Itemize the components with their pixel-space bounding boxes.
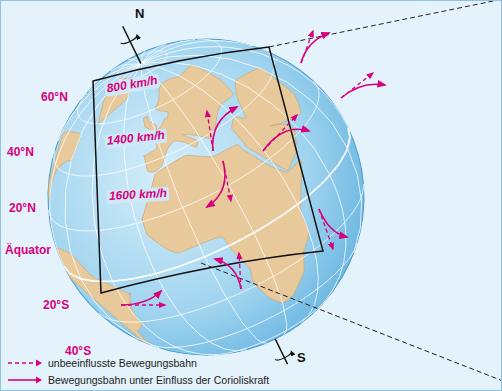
pole-label: N xyxy=(135,7,144,22)
zoom-line xyxy=(201,263,502,381)
pole-label: S xyxy=(297,351,306,366)
continent xyxy=(25,126,102,202)
coriolis-path-arrow xyxy=(121,291,161,305)
ocean xyxy=(1,1,417,391)
axis-north xyxy=(123,26,141,63)
legend-line-sample xyxy=(7,358,43,368)
equator-line xyxy=(64,128,372,315)
coriolis-path-arrow xyxy=(213,107,237,151)
legend-line-sample xyxy=(7,375,43,385)
speed-label: 800 km/h xyxy=(104,73,161,96)
speed-label: 1400 km/h xyxy=(104,129,167,149)
equator-label: Äquator xyxy=(5,244,51,258)
latitude-label: 20°N xyxy=(9,202,36,216)
rotation-arrow xyxy=(275,351,292,362)
latitude-label: 40°S xyxy=(65,345,91,359)
coriolis-path-arrow xyxy=(341,84,385,98)
legend-text: unbeeinflusste Bewegungsbahn xyxy=(48,357,197,369)
coriolis-path-arrow xyxy=(319,209,347,237)
coriolis-path-arrow xyxy=(301,33,329,63)
speed-label: 1600 km/h xyxy=(107,187,170,204)
section-box xyxy=(93,47,323,293)
coriolis-path-arrow xyxy=(215,259,241,289)
legend-row: unbeeinflusste Bewegungsbahn xyxy=(7,357,197,369)
latitude-label: 60°N xyxy=(41,91,68,105)
rotation-arrow xyxy=(121,35,138,46)
legend-text: Bewegungsbahn unter Einfluss der Corioli… xyxy=(48,374,269,386)
coriolis-path-arrow xyxy=(207,161,225,207)
graticule xyxy=(1,1,417,391)
globe xyxy=(1,1,417,391)
latitude-label: 40°N xyxy=(7,146,34,160)
latitude-label: 20°S xyxy=(43,299,69,313)
zoom-line xyxy=(269,1,502,47)
coriolis-path-arrow xyxy=(263,129,309,151)
continent xyxy=(114,54,248,174)
legend-row: Bewegungsbahn unter Einfluss der Corioli… xyxy=(7,374,269,386)
